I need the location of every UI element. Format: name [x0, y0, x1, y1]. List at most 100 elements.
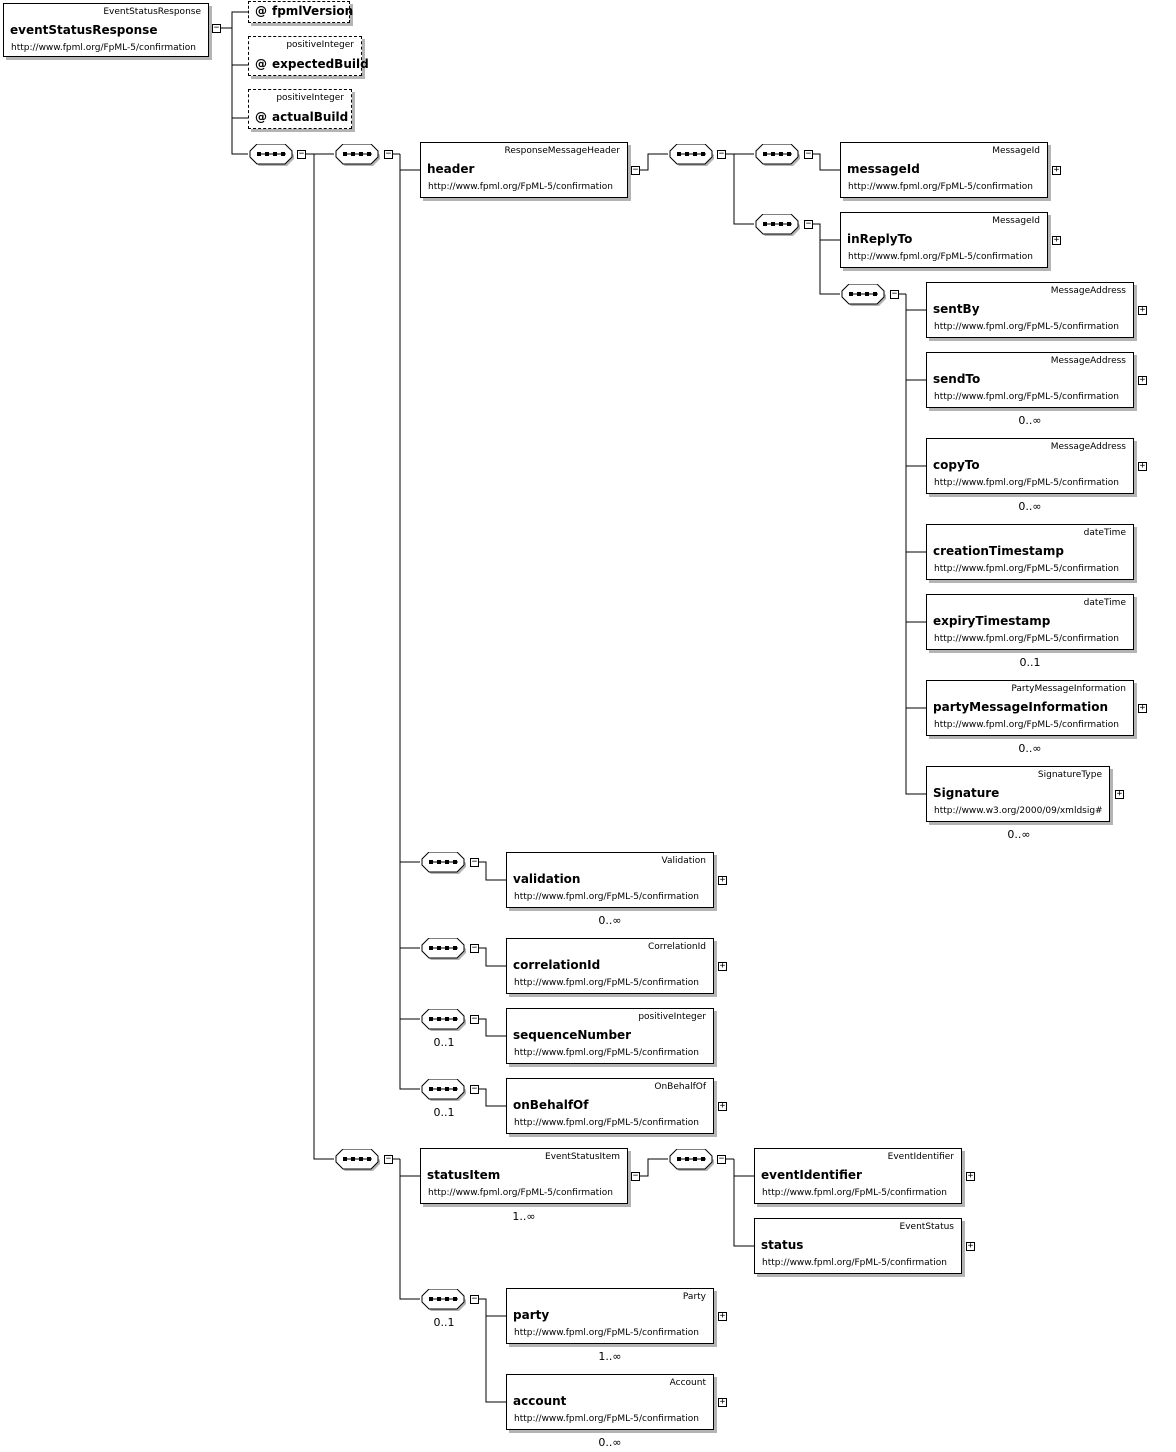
- sequence-icon[interactable]: [668, 1149, 714, 1171]
- element-name: statusItem: [427, 1168, 501, 1182]
- namespace-label: http://www.fpml.org/FpML-5/confirmation: [934, 392, 1119, 402]
- collapse-toggle[interactable]: −: [384, 1154, 393, 1164]
- collapse-toggle[interactable]: −: [631, 165, 640, 175]
- type-label: dateTime: [1083, 528, 1126, 538]
- cardinality-label: 0..∞: [598, 914, 622, 927]
- type-label: EventStatusItem: [545, 1152, 620, 1162]
- cardinality-label: 0..∞: [1018, 500, 1042, 513]
- attribute-name: @expectedBuild: [255, 57, 369, 71]
- element-creationTimestamp[interactable]: dateTime creationTimestamp http://www.fp…: [926, 524, 1134, 580]
- element-name: messageId: [847, 162, 920, 176]
- attribute-marker: @: [255, 57, 267, 71]
- element-name: party: [513, 1308, 550, 1322]
- element-name: validation: [513, 872, 581, 886]
- sequence-icon[interactable]: [420, 1289, 466, 1311]
- element-correlationId[interactable]: CorrelationId correlationId http://www.f…: [506, 938, 714, 994]
- sequence-icon[interactable]: [754, 214, 800, 236]
- collapse-toggle[interactable]: −: [470, 1294, 479, 1304]
- namespace-label: http://www.fpml.org/FpML-5/confirmation: [934, 634, 1119, 644]
- element-sentBy[interactable]: MessageAddress sentBy http://www.fpml.or…: [926, 282, 1134, 338]
- element-expiryTimestamp[interactable]: dateTime expiryTimestamp http://www.fpml…: [926, 594, 1134, 650]
- sequence-icon[interactable]: [420, 1079, 466, 1101]
- attribute-actualBuild[interactable]: positiveInteger @actualBuild: [248, 89, 352, 129]
- cardinality-label: 0..1: [433, 1316, 455, 1329]
- sequence-icon[interactable]: [420, 938, 466, 960]
- collapse-toggle[interactable]: −: [212, 23, 221, 33]
- element-sequenceNumber[interactable]: positiveInteger sequenceNumber http://ww…: [506, 1008, 714, 1064]
- element-partyMessageInformation[interactable]: PartyMessageInformation partyMessageInfo…: [926, 680, 1134, 736]
- sequence-icon[interactable]: [420, 852, 466, 874]
- collapse-toggle[interactable]: −: [804, 219, 813, 229]
- expand-toggle[interactable]: +: [1052, 235, 1061, 245]
- sequence-icon[interactable]: [840, 284, 886, 306]
- cardinality-label: 0..∞: [598, 1436, 622, 1449]
- collapse-toggle[interactable]: −: [384, 149, 393, 159]
- collapse-toggle[interactable]: −: [890, 289, 899, 299]
- element-header[interactable]: ResponseMessageHeader header http://www.…: [420, 142, 628, 198]
- namespace-label: http://www.fpml.org/FpML-5/confirmation: [514, 978, 699, 988]
- collapse-toggle[interactable]: −: [297, 149, 306, 159]
- element-onBehalfOf[interactable]: OnBehalfOf onBehalfOf http://www.fpml.or…: [506, 1078, 714, 1134]
- expand-toggle[interactable]: +: [1138, 461, 1147, 471]
- attribute-expectedBuild[interactable]: positiveInteger @expectedBuild: [248, 36, 369, 76]
- expand-toggle[interactable]: +: [718, 961, 727, 971]
- element-signature[interactable]: SignatureType Signature http://www.w3.or…: [926, 766, 1110, 822]
- element-name: header: [427, 162, 475, 176]
- expand-toggle[interactable]: +: [966, 1241, 975, 1251]
- namespace-label: http://www.fpml.org/FpML-5/confirmation: [514, 1414, 699, 1424]
- collapse-toggle[interactable]: −: [717, 1154, 726, 1164]
- attribute-name: @fpmlVersion: [255, 4, 354, 18]
- collapse-toggle[interactable]: −: [470, 857, 479, 867]
- expand-toggle[interactable]: +: [1052, 165, 1061, 175]
- expand-toggle[interactable]: +: [718, 1397, 727, 1407]
- element-messageId[interactable]: MessageId messageId http://www.fpml.org/…: [840, 142, 1048, 198]
- namespace-label: http://www.fpml.org/FpML-5/confirmation: [934, 720, 1119, 730]
- type-label: PartyMessageInformation: [1011, 684, 1126, 694]
- cardinality-label: 0..1: [1019, 656, 1041, 669]
- cardinality-label: 0..∞: [1007, 828, 1031, 841]
- type-label: SignatureType: [1037, 770, 1102, 780]
- collapse-toggle[interactable]: −: [470, 1014, 479, 1024]
- expand-toggle[interactable]: +: [1138, 305, 1147, 315]
- element-name: copyTo: [933, 458, 980, 472]
- element-party[interactable]: Party party http://www.fpml.org/FpML-5/c…: [506, 1288, 714, 1344]
- sequence-icon[interactable]: [668, 144, 714, 166]
- element-name: partyMessageInformation: [933, 700, 1108, 714]
- element-sendTo[interactable]: MessageAddress sendTo http://www.fpml.or…: [926, 352, 1134, 408]
- sequence-icon[interactable]: [334, 1149, 380, 1171]
- expand-toggle[interactable]: +: [966, 1171, 975, 1181]
- expand-toggle[interactable]: +: [1138, 375, 1147, 385]
- collapse-toggle[interactable]: −: [470, 943, 479, 953]
- element-account[interactable]: Account account http://www.fpml.org/FpML…: [506, 1374, 714, 1430]
- expand-toggle[interactable]: +: [718, 1311, 727, 1321]
- namespace-label: http://www.fpml.org/FpML-5/confirmation: [514, 1328, 699, 1338]
- element-name: sendTo: [933, 372, 981, 386]
- type-label: EventStatusResponse: [103, 7, 201, 17]
- attribute-marker: @: [255, 110, 267, 124]
- sequence-icon[interactable]: [420, 1009, 466, 1031]
- expand-toggle[interactable]: +: [1115, 789, 1124, 799]
- expand-toggle[interactable]: +: [718, 875, 727, 885]
- cardinality-label: 0..∞: [1018, 742, 1042, 755]
- collapse-toggle[interactable]: −: [804, 149, 813, 159]
- attribute-fpmlVersion[interactable]: @fpmlVersion: [248, 1, 354, 23]
- element-validation[interactable]: Validation validation http://www.fpml.or…: [506, 852, 714, 908]
- element-name: expiryTimestamp: [933, 614, 1051, 628]
- element-name: sequenceNumber: [513, 1028, 632, 1042]
- collapse-toggle[interactable]: −: [717, 149, 726, 159]
- sequence-icon[interactable]: [248, 144, 294, 166]
- collapse-toggle[interactable]: −: [631, 1171, 640, 1181]
- element-statusItem[interactable]: EventStatusItem statusItem http://www.fp…: [420, 1148, 628, 1204]
- type-label: EventIdentifier: [887, 1152, 954, 1162]
- element-eventIdentifier[interactable]: EventIdentifier eventIdentifier http://w…: [754, 1148, 962, 1204]
- expand-toggle[interactable]: +: [1138, 703, 1147, 713]
- expand-toggle[interactable]: +: [718, 1101, 727, 1111]
- element-copyTo[interactable]: MessageAddress copyTo http://www.fpml.or…: [926, 438, 1134, 494]
- sequence-icon[interactable]: [754, 144, 800, 166]
- type-label: positiveInteger: [638, 1012, 706, 1022]
- sequence-icon[interactable]: [334, 144, 380, 166]
- element-eventStatusResponse[interactable]: EventStatusResponse eventStatusResponse …: [3, 3, 209, 57]
- collapse-toggle[interactable]: −: [470, 1084, 479, 1094]
- element-inReplyTo[interactable]: MessageId inReplyTo http://www.fpml.org/…: [840, 212, 1048, 268]
- element-status[interactable]: EventStatus status http://www.fpml.org/F…: [754, 1218, 962, 1274]
